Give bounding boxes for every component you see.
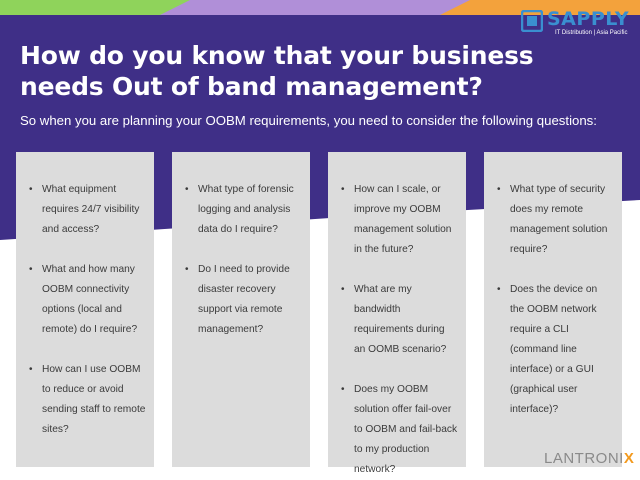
question-list: What equipment requires 24/7 visibility … bbox=[16, 152, 154, 440]
question-item: What and how many OOBM connectivity opti… bbox=[26, 260, 146, 340]
question-item: How can I use OOBM to reduce or avoid se… bbox=[26, 360, 146, 440]
question-item: Does my OOBM solution offer fail-over to… bbox=[338, 380, 458, 480]
sapply-logo-tagline: IT Distribution | Asia Pacific bbox=[555, 30, 628, 36]
page-title: How do you know that your business needs… bbox=[20, 41, 534, 101]
question-item: What equipment requires 24/7 visibility … bbox=[26, 180, 146, 240]
question-card-4: What type of security does my remote man… bbox=[484, 152, 622, 467]
question-card-1: What equipment requires 24/7 visibility … bbox=[16, 152, 154, 467]
top-green-stripe bbox=[0, 0, 215, 15]
sapply-logo-mark-icon bbox=[521, 10, 543, 32]
top-lilac-stripe bbox=[160, 0, 480, 15]
question-item: What are my bandwidth requirements durin… bbox=[338, 280, 458, 360]
lantronix-logo-x: X bbox=[623, 450, 635, 467]
question-item: Do I need to provide disaster recovery s… bbox=[182, 260, 302, 340]
page-subtitle: So when you are planning your OOBM requi… bbox=[20, 113, 597, 128]
question-item: What type of forensic logging and analys… bbox=[182, 180, 302, 240]
question-item: How can I scale, or improve my OOBM mana… bbox=[338, 180, 458, 260]
question-list: How can I scale, or improve my OOBM mana… bbox=[328, 152, 466, 480]
question-card-2: What type of forensic logging and analys… bbox=[172, 152, 310, 467]
question-card-3: How can I scale, or improve my OOBM mana… bbox=[328, 152, 466, 475]
question-item: Does the device on the OOBM network requ… bbox=[494, 280, 614, 420]
sapply-logo-text: SAPPLY bbox=[547, 8, 630, 30]
question-item: What type of security does my remote man… bbox=[494, 180, 614, 260]
top-orange-stripe bbox=[440, 0, 640, 15]
sapply-logo: SAPPLY IT Distribution | Asia Pacific bbox=[521, 8, 633, 40]
lantronix-logo-text: LANTRONI bbox=[544, 450, 624, 467]
lantronix-logo: LANTRONIX bbox=[544, 450, 634, 467]
background-purple-panel bbox=[0, 0, 640, 240]
question-list: What type of forensic logging and analys… bbox=[172, 152, 310, 340]
question-list: What type of security does my remote man… bbox=[484, 152, 622, 420]
